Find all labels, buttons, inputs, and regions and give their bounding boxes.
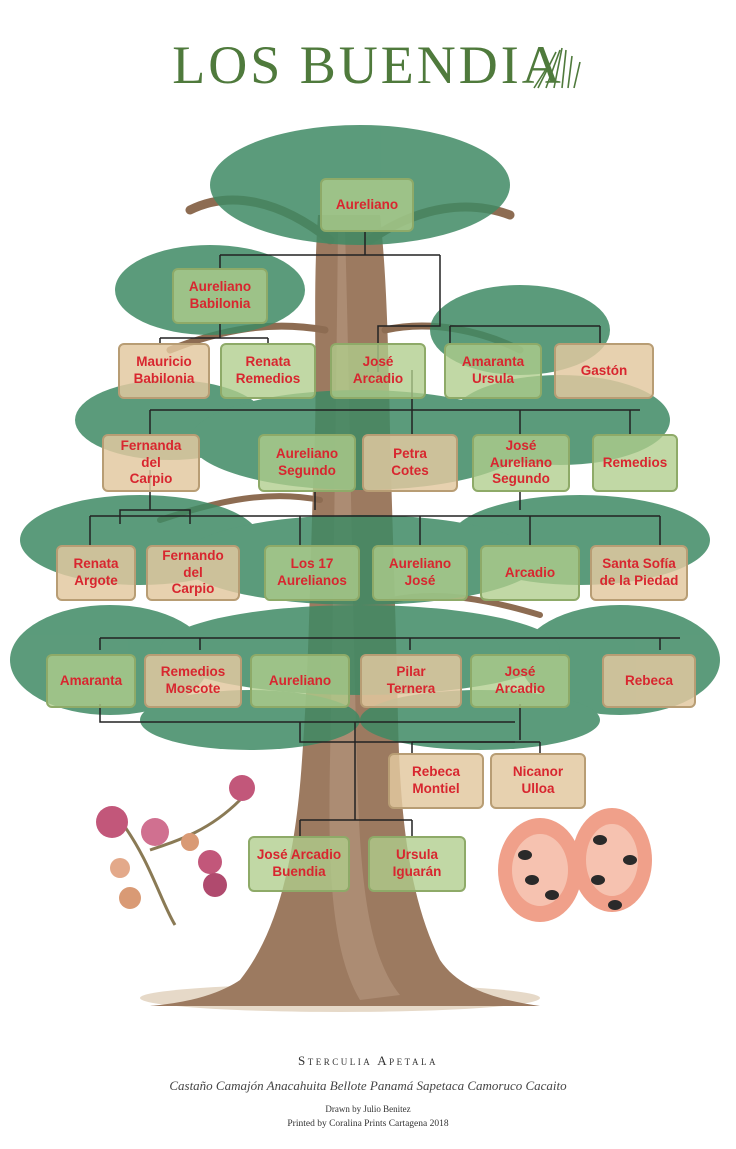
- node-fernanda-del-carpio: Fernanda del Carpio: [102, 434, 200, 492]
- node-jose-aureliano-segundo: José Aureliano Segundo: [472, 434, 570, 492]
- node-remedios-moscote: Remedios Moscote: [144, 654, 242, 708]
- node-jose-arcadio-gen5: José Arcadio: [330, 343, 426, 399]
- node-aureliano-babilonia: Aureliano Babilonia: [172, 268, 268, 324]
- node-amaranta-ursula: Amaranta Ursula: [444, 343, 542, 399]
- common-names: Castaño Camajón Anacahuita Bellote Panam…: [169, 1078, 567, 1093]
- flower-illustration: [96, 775, 255, 926]
- species-name: Sterculia Apetala: [298, 1053, 438, 1068]
- agave-icon: [533, 47, 581, 89]
- node-mauricio-babilonia: Mauricio Babilonia: [118, 343, 210, 399]
- node-rebeca: Rebeca: [602, 654, 696, 708]
- node-aureliano-colonel: Aureliano: [250, 654, 350, 708]
- seed-pod-illustration: [498, 808, 652, 922]
- printed-by-credit: Printed by Coralina Prints Cartagena 201…: [287, 1119, 449, 1129]
- node-santa-sofia: Santa Sofía de la Piedad: [590, 545, 688, 601]
- node-remedios-bella: Remedios: [592, 434, 678, 492]
- node-renata-argote: Renata Argote: [56, 545, 136, 601]
- node-rebeca-montiel: Rebeca Montiel: [388, 753, 484, 809]
- node-jose-arcadio-buendia: José Arcadio Buendia: [248, 836, 350, 892]
- node-los-17-aurelianos: Los 17 Aurelianos: [264, 545, 360, 601]
- node-fernando-del-carpio: Fernando del Carpio: [146, 545, 240, 601]
- node-renata-remedios: Renata Remedios: [220, 343, 316, 399]
- drawn-by-credit: Drawn by Julio Benitez: [325, 1104, 411, 1114]
- page-title: LOS BUENDIA: [172, 35, 564, 95]
- node-ursula-iguaran: Ursula Iguarán: [368, 836, 466, 892]
- node-nicanor-ulloa: Nicanor Ulloa: [490, 753, 586, 809]
- node-amaranta: Amaranta: [46, 654, 136, 708]
- node-jose-arcadio-gen2: José Arcadio: [470, 654, 570, 708]
- node-aureliano-jose: Aureliano José: [372, 545, 468, 601]
- node-arcadio: Arcadio: [480, 545, 580, 601]
- node-petra-cotes: Petra Cotes: [362, 434, 458, 492]
- node-gaston: Gastón: [554, 343, 654, 399]
- node-pilar-ternera: Pilar Ternera: [360, 654, 462, 708]
- node-aureliano-top: Aureliano: [320, 178, 414, 232]
- node-aureliano-segundo: Aureliano Segundo: [258, 434, 356, 492]
